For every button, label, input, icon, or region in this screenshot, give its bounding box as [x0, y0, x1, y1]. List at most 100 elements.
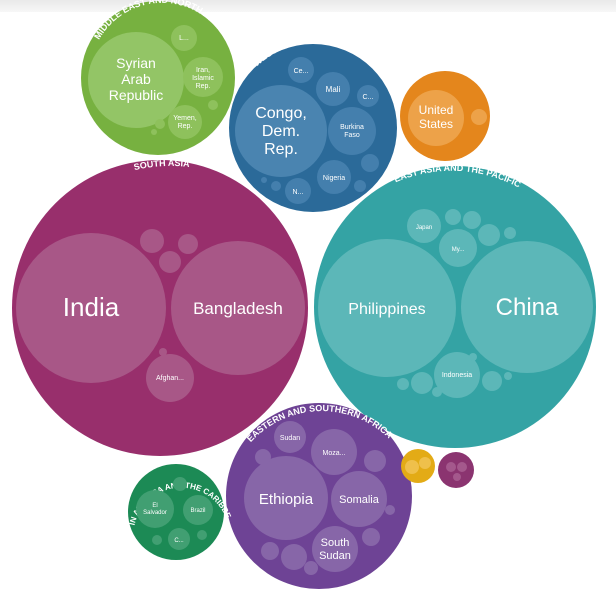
minor-bubble	[411, 372, 433, 394]
country-label: Nigeria	[323, 175, 345, 182]
minor-bubble	[362, 528, 380, 546]
country-bubble	[146, 354, 194, 402]
minor-bubble	[255, 449, 271, 465]
country-label: Afghan...	[156, 375, 184, 382]
country-bubble	[171, 241, 305, 375]
country-bubble	[274, 421, 306, 453]
country-bubble	[136, 490, 174, 528]
country-label: China	[496, 294, 559, 321]
group-east-asia-pacific: EAST ASIA AND THE PACIFIC Philippines Ch…	[314, 163, 596, 448]
minor-bubble	[261, 542, 279, 560]
minor-bubble	[173, 477, 187, 491]
minor-bubble	[140, 229, 164, 253]
minor-bubble	[478, 224, 500, 246]
country-bubble	[16, 233, 166, 383]
minor-bubble	[446, 462, 456, 472]
minor-bubble	[432, 387, 442, 397]
country-label: Mali	[326, 85, 341, 94]
minor-bubble	[208, 100, 218, 110]
minor-bubble	[419, 457, 431, 469]
country-label: Ce...	[294, 68, 309, 75]
minor-bubble	[271, 181, 281, 191]
country-label: Ethiopia	[259, 491, 314, 508]
minor-bubble	[453, 473, 461, 481]
minor-bubble	[304, 561, 318, 575]
group-bubble	[438, 452, 474, 488]
minor-bubble	[151, 129, 157, 135]
country-bubble	[235, 85, 327, 177]
country-label: C...	[363, 94, 374, 101]
minor-bubble	[261, 177, 267, 183]
country-bubble	[88, 32, 184, 128]
country-label: Moza...	[323, 450, 346, 457]
country-label: Yemen,Rep.	[173, 115, 197, 130]
minor-bubble	[155, 119, 165, 129]
minor-bubble	[159, 348, 167, 356]
country-label: C...	[174, 538, 184, 544]
country-bubble	[311, 429, 357, 475]
country-bubble	[461, 241, 593, 373]
minor-bubble	[361, 154, 379, 172]
country-bubble	[171, 25, 197, 51]
country-bubble	[357, 85, 379, 107]
country-label: Bangladesh	[193, 299, 283, 318]
country-label: Congo,Dem.Rep.	[255, 105, 307, 158]
country-label: My...	[452, 247, 465, 253]
country-bubble	[328, 107, 376, 155]
country-bubble	[439, 229, 477, 267]
country-label: Brazil	[190, 508, 205, 514]
minor-bubble	[471, 109, 487, 125]
country-bubble	[288, 57, 314, 83]
minor-bubble	[504, 372, 512, 380]
minor-bubble	[152, 535, 162, 545]
minor-bubble	[504, 227, 516, 239]
country-bubble	[331, 471, 387, 527]
country-bubble	[168, 528, 190, 550]
minor-bubble	[463, 211, 481, 229]
country-bubble	[317, 160, 351, 194]
country-bubble	[408, 90, 464, 146]
country-bubble	[318, 239, 456, 377]
country-bubble	[407, 209, 441, 243]
group-middle-east: MIDDLE EAST AND NORTH AFRICA SyrianArabR…	[81, 0, 235, 155]
country-label: Somalia	[339, 494, 380, 506]
country-bubble	[434, 352, 480, 398]
minor-bubble	[364, 450, 386, 472]
minor-bubble	[246, 483, 258, 495]
group-small-purple	[438, 452, 474, 488]
country-label: L...	[179, 35, 189, 42]
minor-bubble	[469, 353, 477, 361]
country-bubble	[183, 57, 223, 97]
country-bubble	[316, 72, 350, 106]
country-bubble	[312, 526, 358, 572]
minor-bubble	[178, 234, 198, 254]
minor-bubble	[482, 371, 502, 391]
country-label: Indonesia	[442, 372, 472, 379]
minor-bubble	[405, 460, 419, 474]
group-eastern-southern-africa: EASTERN AND SOUTHERN AFRICA Ethiopia Som…	[226, 403, 412, 589]
country-bubble	[285, 178, 311, 204]
country-label: N...	[293, 189, 304, 196]
country-label: Sudan	[280, 435, 300, 442]
minor-bubble	[397, 378, 409, 390]
group-south-asia: SOUTH ASIA India Bangladesh Afghan...	[12, 158, 308, 456]
minor-bubble	[197, 530, 207, 540]
country-bubble	[168, 105, 202, 139]
group-small-yellow	[401, 449, 435, 483]
country-label: Philippines	[348, 301, 425, 318]
group-west-central-africa: WEST AND CENTRAL AFRICA Congo,Dem.Rep. B…	[229, 35, 397, 212]
minor-bubble	[159, 251, 181, 273]
country-label: India	[63, 292, 120, 322]
minor-bubble	[385, 505, 395, 515]
minor-bubble	[445, 209, 461, 225]
country-label: Japan	[416, 225, 432, 231]
minor-bubble	[281, 544, 307, 570]
